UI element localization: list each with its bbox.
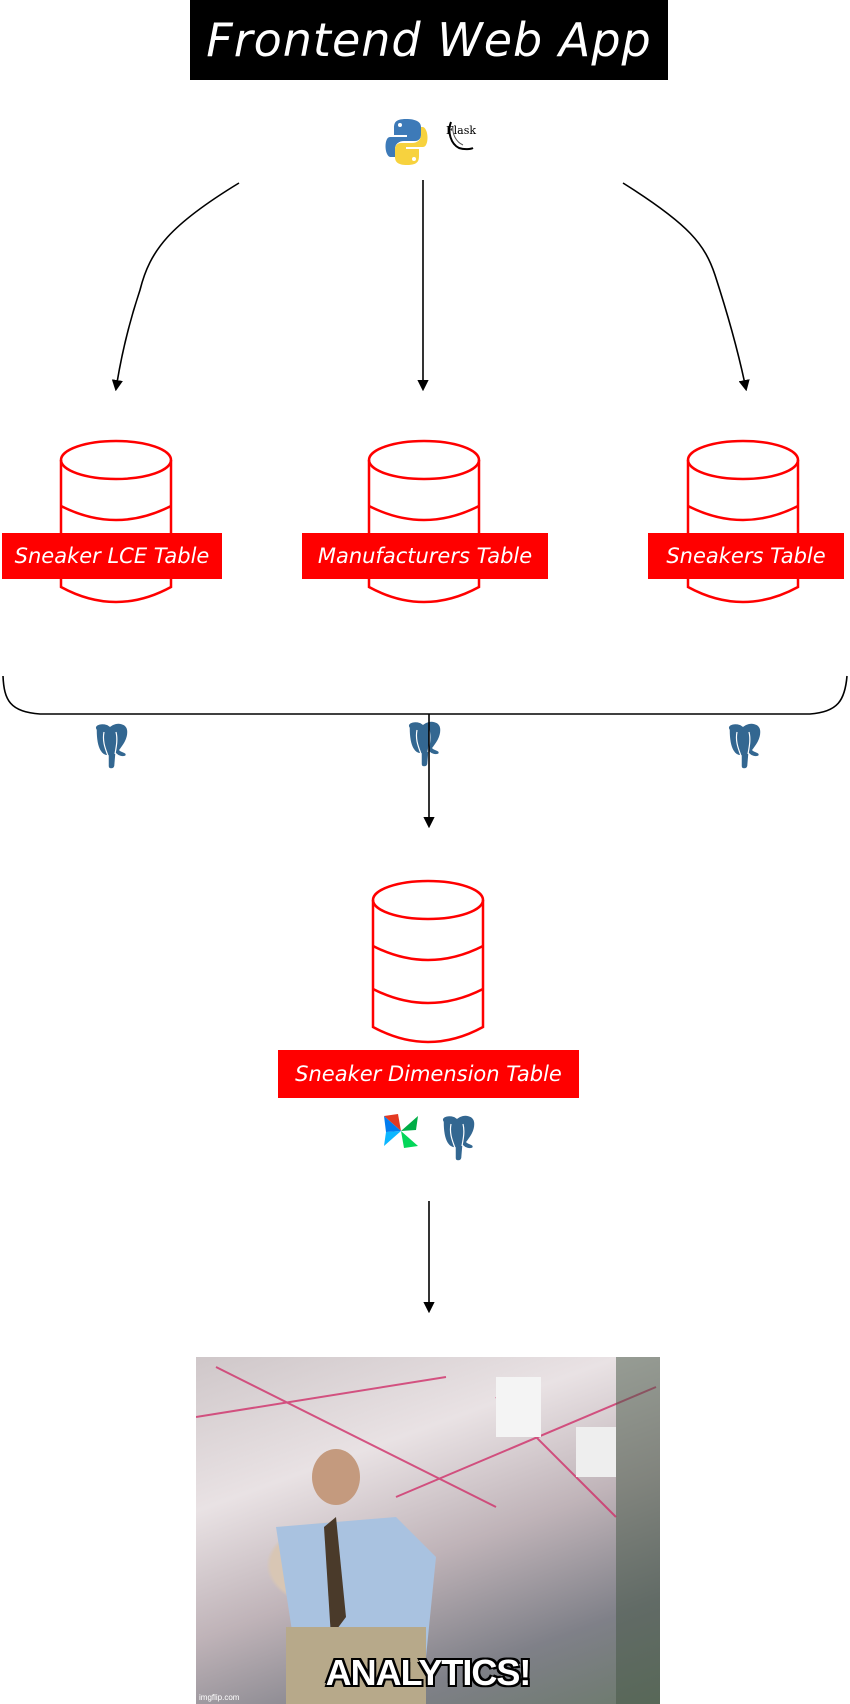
postgresql-icon — [441, 1114, 476, 1162]
database-icon-dimension — [371, 879, 485, 1044]
merge-brace — [2, 675, 848, 715]
postgresql-icon — [407, 720, 442, 768]
table-label-sneaker-dimension: Sneaker Dimension Table — [278, 1050, 579, 1098]
table-label-sneaker-lce: Sneaker LCE Table — [2, 533, 222, 579]
python-icon — [385, 119, 428, 165]
airflow-icon — [384, 1114, 418, 1148]
flask-icon — [448, 121, 474, 151]
flask-label: Flask — [446, 124, 477, 137]
arrow-to-sneakers — [622, 182, 750, 392]
meme-caption: ANALYTICS! — [325, 1652, 532, 1693]
meme-illustration — [196, 1357, 660, 1704]
table-label-manufacturers: Manufacturers Table — [302, 533, 548, 579]
arrow-to-lce — [111, 182, 240, 392]
analytics-meme-image: ANALYTICS! imgflip.com — [196, 1357, 660, 1704]
meme-watermark: imgflip.com — [199, 1693, 240, 1702]
postgresql-icon — [94, 722, 129, 770]
frontend-web-app-title: Frontend Web App — [190, 0, 668, 80]
postgresql-icon — [727, 722, 762, 770]
table-label-sneakers: Sneakers Table — [648, 533, 844, 579]
